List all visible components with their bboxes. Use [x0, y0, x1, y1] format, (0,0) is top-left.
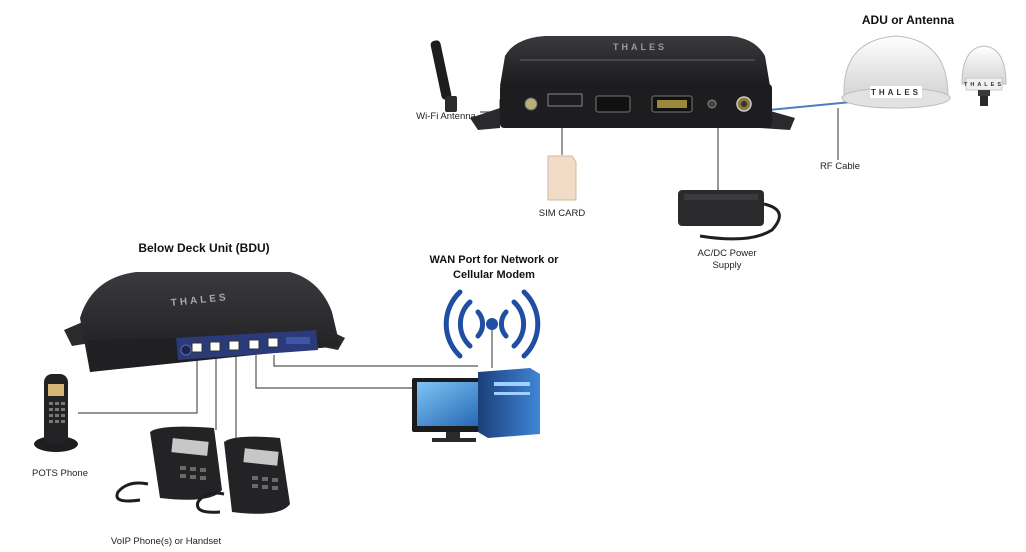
- pots-phone-device: [34, 374, 78, 452]
- sim-card-device: [547, 155, 577, 201]
- power-supply-device: [678, 190, 781, 241]
- rf-cable-label: RF Cable: [820, 161, 860, 172]
- bdu-to-computer-line: [273, 355, 478, 367]
- adu-small-brand: THALES: [964, 82, 1004, 88]
- wifi-antenna-device: [430, 40, 457, 112]
- sim-card-label: SIM CARD: [539, 208, 586, 219]
- top-unit-brand: THALES: [613, 42, 667, 52]
- wan-wireless-icon: [443, 289, 541, 359]
- adu-antenna-large: THALES: [841, 35, 951, 109]
- power-supply-label-line2: Supply: [712, 260, 741, 271]
- power-supply-label-line1: AC/DC Power: [697, 248, 756, 259]
- wifi-antenna-label: Wi-Fi Antenna: [416, 111, 476, 122]
- bdu-to-wan-line: [255, 355, 412, 389]
- wan-port-label-line1: WAN Port for Network or: [430, 254, 560, 266]
- wan-port-label-line2: Cellular Modem: [453, 269, 535, 281]
- wan-center-dot: [486, 318, 498, 330]
- top-terminal-unit: THALES: [470, 36, 795, 130]
- connection-lines: [78, 99, 839, 440]
- bdu-label: Below Deck Unit (BDU): [138, 241, 269, 255]
- computer-device: [412, 368, 540, 442]
- voip-phone-2: [195, 436, 290, 514]
- voip-phone-1: [115, 426, 222, 503]
- adu-label: ADU or Antenna: [862, 13, 955, 27]
- adu-brand: THALES: [871, 88, 921, 97]
- adu-antenna-small: THALES: [961, 45, 1007, 106]
- voip-phones-label: VoIP Phone(s) or Handset: [111, 536, 222, 547]
- bdu-to-pots-line: [78, 355, 198, 414]
- below-deck-unit: THALES: [64, 272, 345, 372]
- pots-phone-label: POTS Phone: [32, 468, 88, 479]
